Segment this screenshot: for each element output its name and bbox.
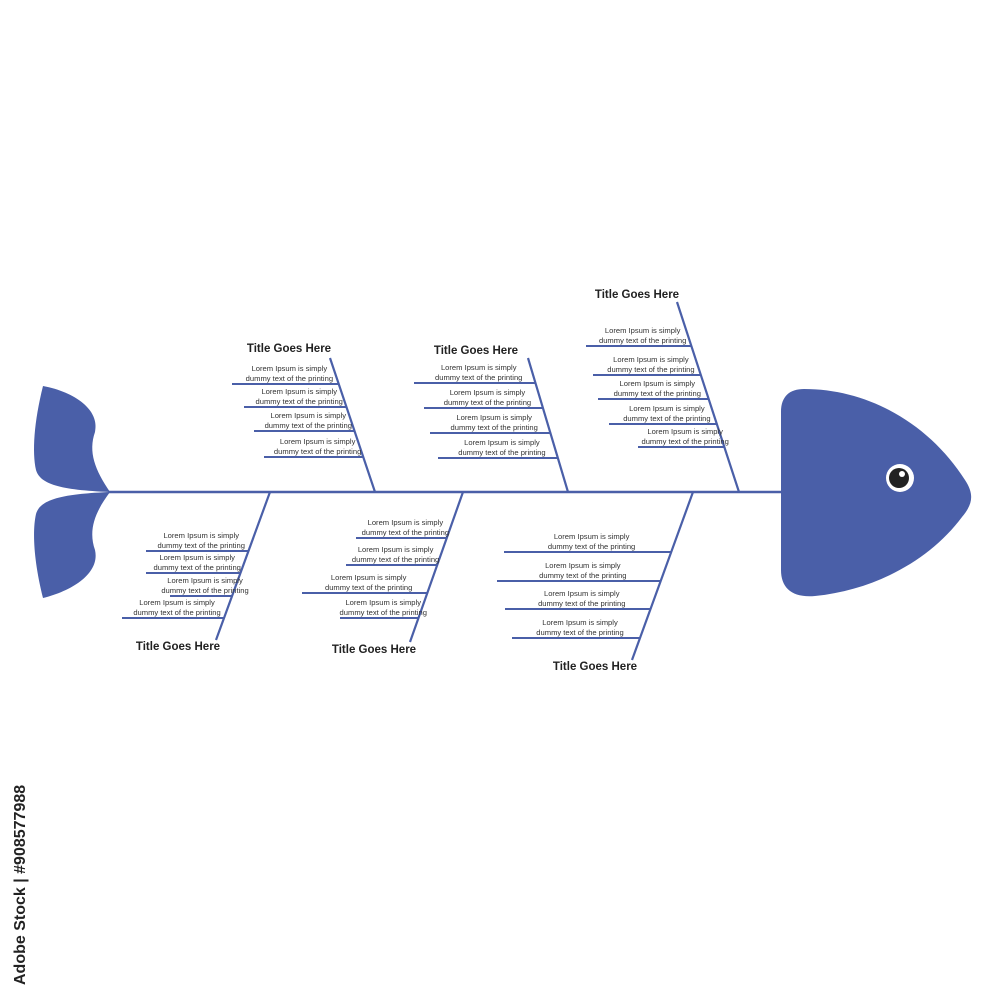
sub-cause-text: dummy text of the printing: [641, 437, 728, 446]
sub-cause-text: dummy text of the printing: [435, 373, 522, 382]
sub-cause-text: dummy text of the printing: [458, 448, 545, 457]
sub-cause-text: Lorem Ipsum is simply: [167, 576, 243, 585]
sub-cause-text: Lorem Ipsum is simply: [450, 388, 526, 397]
sub-cause-text: Lorem Ipsum is simply: [358, 545, 434, 554]
sub-cause-text: dummy text of the printing: [352, 555, 439, 564]
sub-cause-text: Lorem Ipsum is simply: [629, 404, 705, 413]
sub-cause-text: Lorem Ipsum is simply: [456, 413, 532, 422]
branch-rib: [675, 301, 741, 493]
branch-rib: [526, 357, 570, 493]
sub-cause-text: Lorem Ipsum is simply: [542, 618, 618, 627]
sub-cause-text: dummy text of the printing: [623, 414, 710, 423]
sub-cause-text: Lorem Ipsum is simply: [261, 387, 337, 396]
branch-title: Title Goes Here: [247, 343, 331, 355]
sub-cause-text: Lorem Ipsum is simply: [554, 532, 630, 541]
sub-cause-text: dummy text of the printing: [451, 423, 538, 432]
fish-head: [781, 389, 972, 597]
branch-rib: [408, 491, 465, 643]
sub-cause-text: Lorem Ipsum is simply: [441, 363, 517, 372]
sub-cause-text: dummy text of the printing: [548, 542, 635, 551]
sub-cause-text: Lorem Ipsum is simply: [270, 411, 346, 420]
sub-cause-text: Lorem Ipsum is simply: [605, 326, 681, 335]
sub-cause-text: Lorem Ipsum is simply: [163, 531, 239, 540]
sub-cause-text: dummy text of the printing: [599, 336, 686, 345]
sub-cause-text: dummy text of the printing: [538, 599, 625, 608]
sub-cause-text: dummy text of the printing: [154, 563, 241, 572]
sub-cause-text: Lorem Ipsum is simply: [331, 573, 407, 582]
sub-cause-text: dummy text of the printing: [607, 365, 694, 374]
sub-cause-text: Lorem Ipsum is simply: [252, 364, 328, 373]
sub-cause-text: Lorem Ipsum is simply: [464, 438, 540, 447]
sub-cause-text: Lorem Ipsum is simply: [159, 553, 235, 562]
sub-cause-text: dummy text of the printing: [274, 447, 361, 456]
sub-cause-text: dummy text of the printing: [362, 528, 449, 537]
sub-cause-text: Lorem Ipsum is simply: [620, 379, 696, 388]
sub-cause-text: dummy text of the printing: [265, 421, 352, 430]
sub-cause-text: Lorem Ipsum is simply: [280, 437, 356, 446]
branch-title: Title Goes Here: [553, 661, 637, 673]
sub-cause-text: Lorem Ipsum is simply: [647, 427, 723, 436]
sub-cause-text: Lorem Ipsum is simply: [544, 589, 620, 598]
sub-cause-text: dummy text of the printing: [161, 586, 248, 595]
branch-title: Title Goes Here: [136, 641, 220, 653]
fish-tail-lower: [34, 492, 110, 598]
sub-cause-text: dummy text of the printing: [246, 374, 333, 383]
sub-cause-text: Lorem Ipsum is simply: [545, 561, 621, 570]
sub-cause-text: Lorem Ipsum is simply: [368, 518, 444, 527]
fish-eye-highlight: [899, 471, 905, 477]
sub-cause-text: dummy text of the printing: [444, 398, 531, 407]
sub-cause-text: dummy text of the printing: [539, 571, 626, 580]
sub-cause-text: dummy text of the printing: [133, 608, 220, 617]
sub-cause-text: dummy text of the printing: [325, 583, 412, 592]
fish-eye-pupil: [889, 468, 909, 488]
branch-rib: [328, 357, 377, 493]
branch-title: Title Goes Here: [595, 289, 679, 301]
sub-cause-text: dummy text of the printing: [614, 389, 701, 398]
sub-cause-text: dummy text of the printing: [256, 397, 343, 406]
sub-cause-text: Lorem Ipsum is simply: [139, 598, 215, 607]
branch-title: Title Goes Here: [434, 345, 518, 357]
branch-rib: [630, 491, 695, 661]
sub-cause-text: Lorem Ipsum is simply: [613, 355, 689, 364]
branch-rib: [214, 491, 272, 641]
sub-cause-text: dummy text of the printing: [340, 608, 427, 617]
sub-cause-text: dummy text of the printing: [158, 541, 245, 550]
branch-title: Title Goes Here: [332, 644, 416, 656]
sub-cause-text: dummy text of the printing: [536, 628, 623, 637]
fish-tail: [34, 386, 110, 492]
sub-cause-text: Lorem Ipsum is simply: [345, 598, 421, 607]
stock-id-label: Adobe Stock | #908577988: [12, 784, 29, 985]
